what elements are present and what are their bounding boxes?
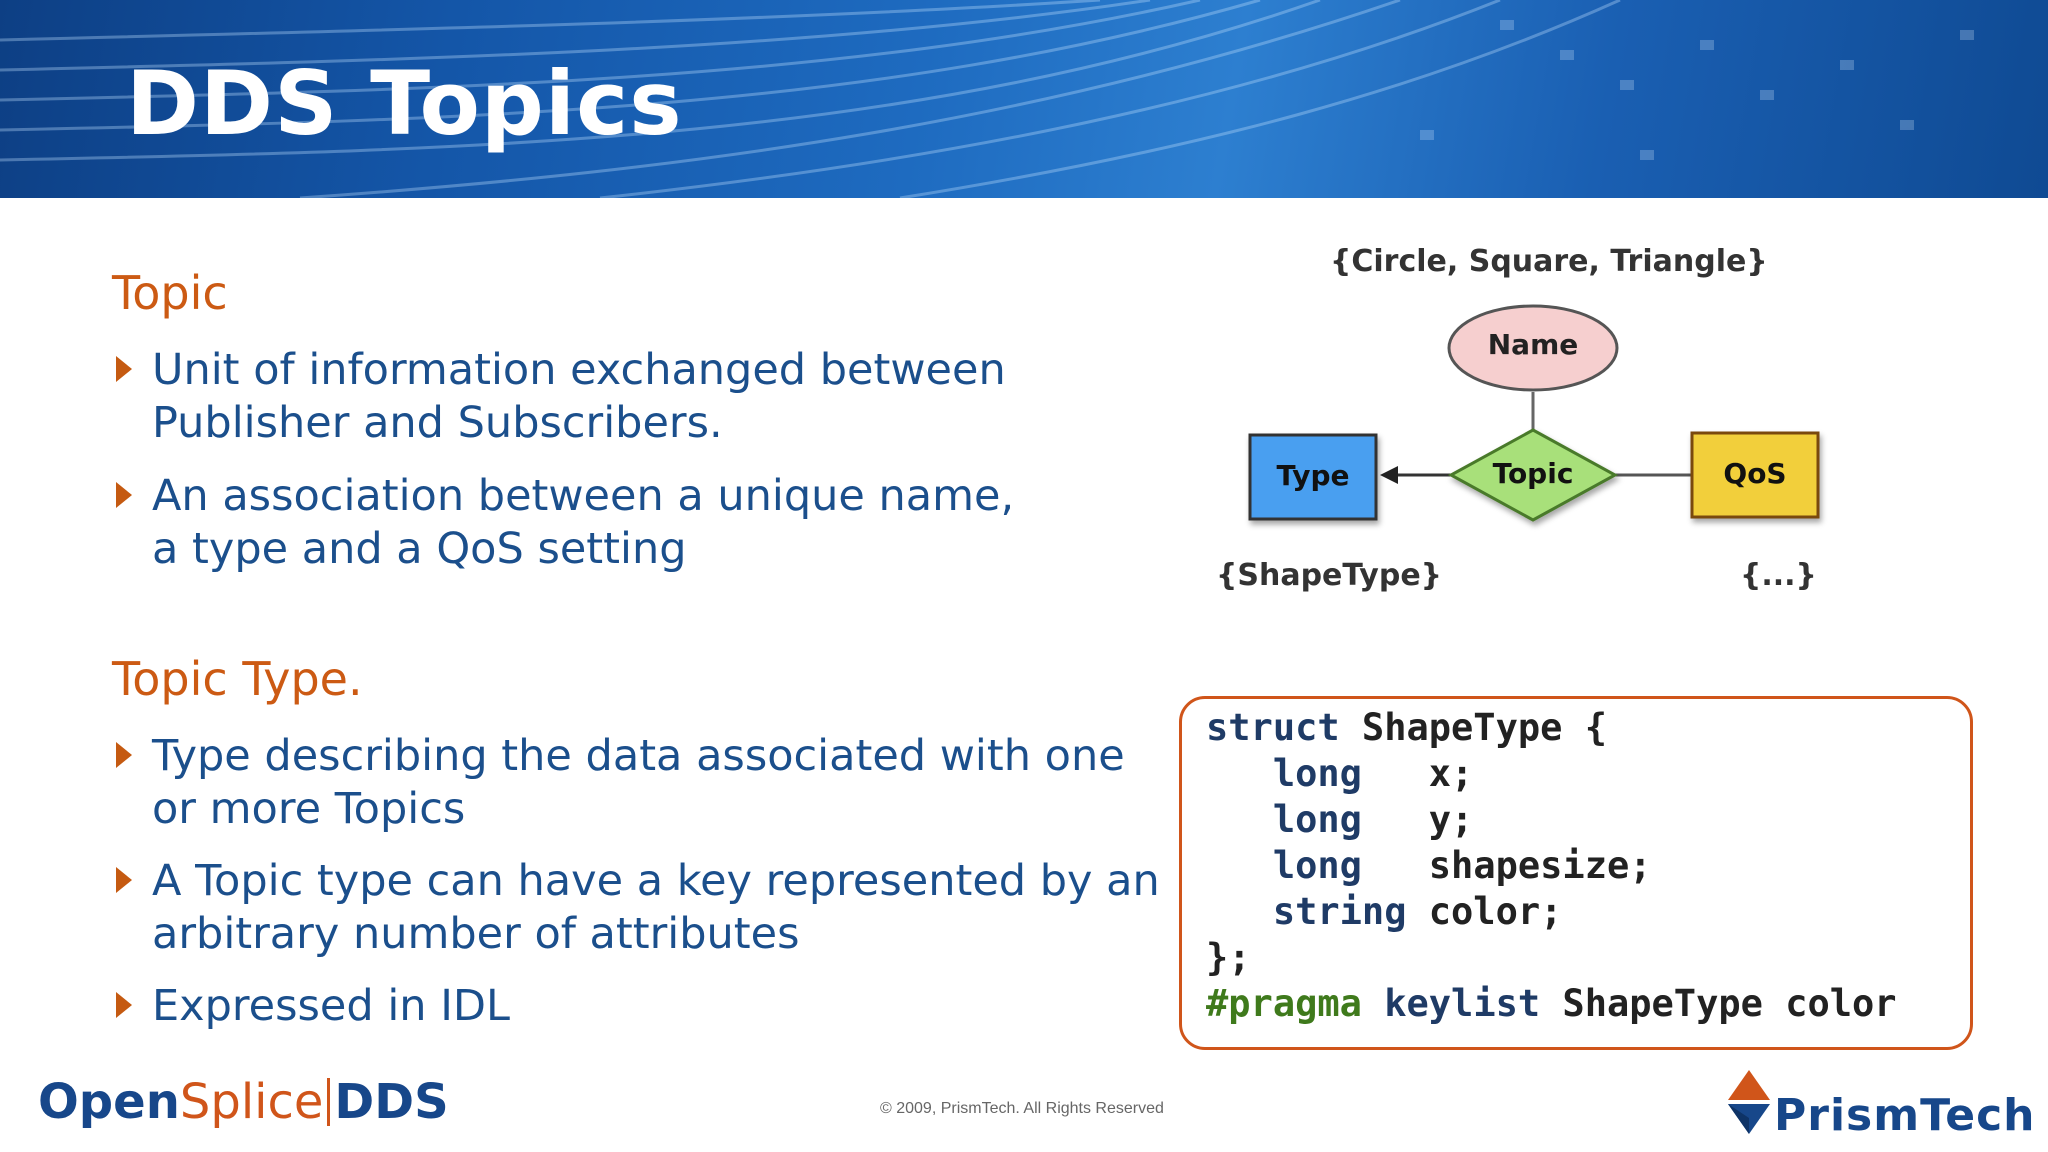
idl-code-box <box>1179 696 1973 1050</box>
bullet-text: Type describing the data associated with… <box>152 731 1125 834</box>
type-node-label: Type <box>1276 459 1349 492</box>
copyright-text: © 2009, PrismTech. All Rights Reserved <box>880 1100 1164 1117</box>
type-values-label: {ShapeType} <box>1216 558 1443 593</box>
code-line-pragma: #pragma keylist ShapeType color <box>1206 982 1897 1025</box>
section-title-topic: Topic <box>112 266 228 320</box>
logo-splice: Splice <box>179 1074 324 1130</box>
banner-decoration <box>0 0 1974 198</box>
code-rest: }; <box>1206 936 1251 979</box>
code-line: long shapesize; <box>1206 844 1652 887</box>
topic-node-label: Topic <box>1493 457 1574 490</box>
prismtech-prism-icon <box>1728 1070 1770 1134</box>
code-rest: x; <box>1361 752 1474 795</box>
code-keyword: long <box>1206 752 1362 795</box>
code-rest: ShapeType { <box>1339 706 1607 749</box>
code-rest: ShapeType color <box>1540 982 1897 1025</box>
logo-open: Open <box>38 1074 180 1130</box>
code-pragma: #pragma <box>1206 982 1362 1025</box>
slide-title: DDS Topics <box>126 52 683 155</box>
bullet-arrow-icon <box>116 482 132 508</box>
code-line: string color; <box>1206 890 1563 933</box>
arrowhead-icon <box>1380 466 1398 484</box>
logo-divider <box>327 1078 331 1126</box>
bullet-text: Expressed in IDL <box>152 981 510 1031</box>
code-keyword: string <box>1206 890 1407 933</box>
qos-values-label: {...} <box>1740 558 1817 593</box>
code-rest: color; <box>1406 890 1563 933</box>
section-title-topic-type: Topic Type. <box>112 652 363 706</box>
code-keyword: keylist <box>1384 982 1541 1025</box>
logo-dds: DDS <box>334 1074 449 1130</box>
bullet-text: A Topic type can have a key represented … <box>152 856 1160 959</box>
code-keyword: long <box>1206 798 1362 841</box>
header-banner: DDS Topics <box>0 0 2048 198</box>
code-rest: shapesize; <box>1361 844 1652 887</box>
code-keyword: struct <box>1206 706 1340 749</box>
bullet-text: An association between a unique name, a … <box>152 471 1015 574</box>
bullet-arrow-icon <box>116 867 132 893</box>
bullet-arrow-icon <box>116 356 132 382</box>
name-values-label: {Circle, Square, Triangle} <box>1330 244 1768 279</box>
code-keyword: long <box>1206 844 1362 887</box>
prismtech-logo-text: PrismTech <box>1774 1090 2036 1141</box>
bullet-arrow-icon <box>116 742 132 768</box>
code-rest: y; <box>1361 798 1474 841</box>
bullet-text: Unit of information exchanged between Pu… <box>152 345 1006 448</box>
qos-node-label: QoS <box>1723 457 1786 490</box>
qos-node <box>1690 431 1820 519</box>
name-node <box>1447 304 1619 392</box>
code-line: struct ShapeType { <box>1206 706 1607 749</box>
bullet-arrow-icon <box>116 992 132 1018</box>
topic-node <box>1447 428 1619 522</box>
code-line: long x; <box>1206 752 1474 795</box>
code-line: }; <box>1206 936 1251 979</box>
diagram-graphic: Name Type Topic QoS <box>1248 304 1820 522</box>
code-line: long y; <box>1206 798 1474 841</box>
type-node <box>1248 433 1378 521</box>
name-node-label: Name <box>1488 328 1579 361</box>
